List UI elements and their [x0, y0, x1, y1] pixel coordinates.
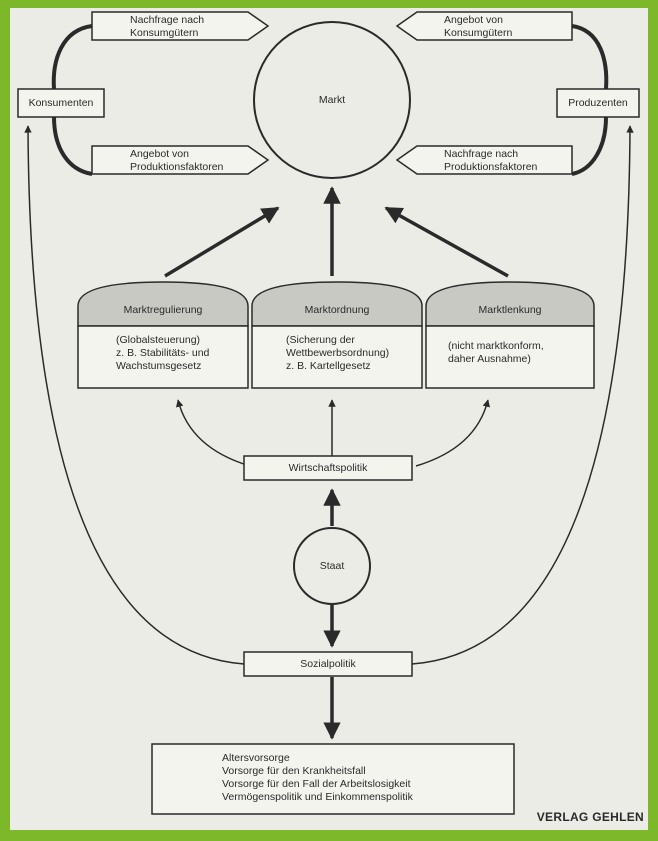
demand-production-factors-arrow [395, 145, 573, 175]
flow-line: Konsumgütern [130, 27, 199, 39]
producers-box [556, 88, 640, 118]
supply-consumer-goods-label: Angebot von Konsumgütern [444, 14, 512, 40]
flow-line: Angebot von [444, 14, 503, 26]
social-measure-item: Vorsorge für den Fall der Arbeitslosigke… [222, 778, 411, 790]
social-policy-label: Sozialpolitik [300, 658, 356, 670]
loop-bottom-right [571, 116, 608, 176]
dome-marktregulierung-cap [77, 281, 249, 327]
diagram-frame: Markt Konsumenten Produzenten Nachfrage … [10, 8, 648, 830]
social-measure-item: Altersvorsorge [222, 752, 290, 764]
loop-top-left [51, 24, 93, 90]
state-circle [293, 527, 371, 605]
economic-policy-label: Wirtschaftspolitik [288, 462, 368, 474]
diagram-svg [17, 11, 640, 815]
dome-line: z. B. Stabilitäts- und [116, 347, 210, 359]
flow-line: Konsumgütern [444, 27, 513, 39]
arrow-regulierung-to-market [164, 206, 280, 278]
dome-line: (nicht marktkonform, [448, 340, 544, 352]
dome-marktlenkung-title: Marktlenkung [478, 304, 542, 316]
dome-line: daher Ausnahme) [448, 353, 531, 365]
demand-consumer-goods-label: Nachfrage nach Konsumgütern [130, 14, 204, 40]
dome-marktordnung-text: (Sicherung der Wettbewerbsordnung) z. B.… [286, 334, 389, 373]
supply-production-factors-arrow [91, 145, 270, 175]
dome-line: z. B. Kartellgesetz [286, 360, 371, 372]
supply-production-factors-label: Angebot von Produktionsfaktoren [130, 148, 223, 174]
arrow-social-policy-to-consumers [24, 125, 245, 665]
demand-production-factors-label: Nachfrage nach Produktionsfaktoren [444, 148, 537, 174]
dome-marktlenkung-body [425, 325, 595, 389]
social-measure-item: Vorsorge für den Krankheitsfall [222, 765, 366, 777]
arrow-wp-to-lenkung [415, 399, 490, 467]
arrow-wp-to-regulierung [176, 399, 251, 467]
arrow-social-policy-to-producers [411, 125, 634, 665]
dome-marktordnung-body [251, 325, 423, 389]
economic-policy-box [243, 455, 413, 481]
loop-top-right [571, 24, 609, 90]
consumers-label: Konsumenten [28, 97, 94, 109]
flow-line: Nachfrage nach [130, 14, 205, 26]
social-measures-list: Altersvorsorge Vorsorge für den Krankhei… [222, 752, 413, 804]
dome-line: (Sicherung der [286, 334, 355, 346]
dome-marktregulierung-body [77, 325, 249, 389]
flow-line: Angebot von [130, 148, 189, 160]
dome-marktregulierung-title: Marktregulierung [123, 304, 203, 316]
producers-label: Produzenten [568, 97, 628, 109]
publisher-label: VERLAG GEHLEN [536, 810, 644, 824]
dome-marktregulierung-text: (Globalsteuerung) z. B. Stabilitäts- und… [116, 334, 209, 373]
supply-consumer-goods-arrow [395, 11, 573, 41]
dome-marktordnung-cap [251, 281, 423, 327]
loop-bottom-left [52, 116, 93, 176]
dome-marktlenkung-text: (nicht marktkonform, daher Ausnahme) [448, 340, 544, 366]
arrow-lenkung-to-market [384, 206, 509, 278]
dome-line: Wettbewerbsordnung) [286, 347, 390, 359]
dome-marktlenkung-cap [425, 281, 595, 327]
dome-line: Wachstumsgesetz [116, 360, 202, 372]
flow-line: Nachfrage nach [444, 148, 519, 160]
dome-line: (Globalsteuerung) [116, 334, 201, 346]
market-label: Markt [318, 94, 346, 106]
market-circle [253, 21, 411, 179]
social-measure-item: Vermögenspolitik und Einkommenspolitik [222, 791, 413, 803]
social-measures-box [151, 743, 515, 815]
dome-marktordnung-title: Marktordnung [304, 304, 370, 316]
state-label: Staat [319, 560, 345, 572]
flow-line: Produktionsfaktoren [130, 161, 224, 173]
consumers-box [17, 88, 105, 118]
demand-consumer-goods-arrow [91, 11, 270, 41]
flow-line: Produktionsfaktoren [444, 161, 538, 173]
